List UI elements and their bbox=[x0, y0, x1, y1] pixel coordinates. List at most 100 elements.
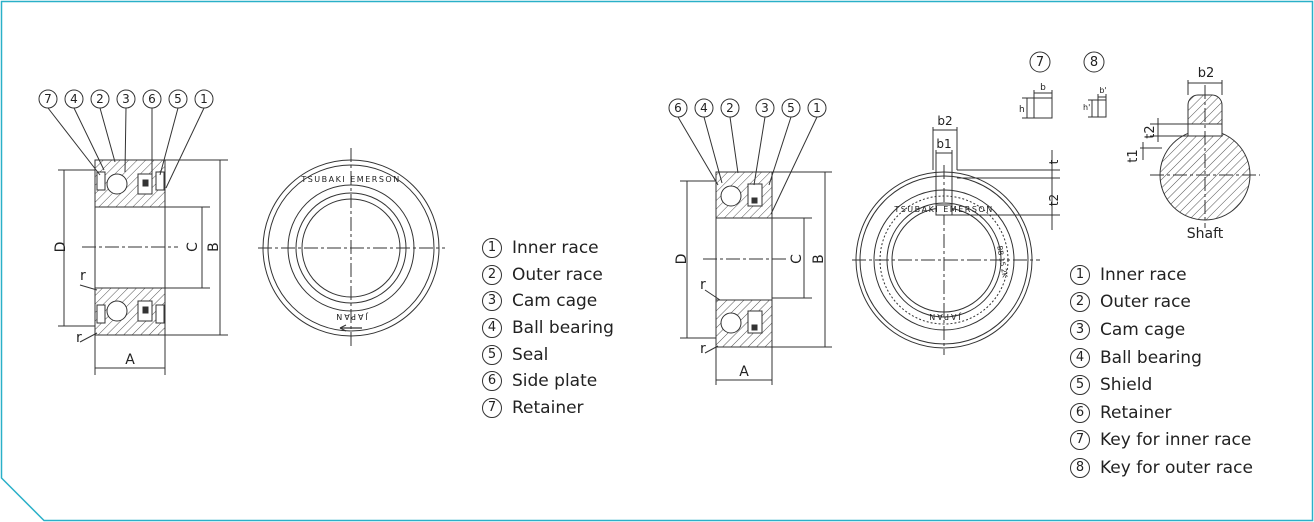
fig2-ring-text-top: TSUBAKI EMERSON bbox=[893, 205, 993, 214]
legend1-label: Cam cage bbox=[512, 291, 598, 312]
legend1-item: 5 Seal bbox=[482, 341, 614, 368]
legend2-item: 2 Outer race bbox=[1070, 289, 1253, 317]
fig2-callout-5: 5 bbox=[787, 101, 795, 115]
fig2-callout-2: 2 bbox=[726, 101, 734, 115]
legend1-label: Retainer bbox=[512, 397, 584, 418]
legend-figure2: 1 Inner race 2 Outer race 3 Cam cage 4 Ball … bbox=[1070, 261, 1253, 482]
legend2-label: Ball bearing bbox=[1100, 347, 1202, 368]
fig1-callout-2: 2 bbox=[96, 92, 104, 106]
fig1-callout-7: 7 bbox=[44, 92, 52, 106]
legend1-item: 6 Side plate bbox=[482, 368, 614, 395]
legend2-label: Shield bbox=[1100, 375, 1153, 396]
fig2-ring-text-bottom: JAPAN bbox=[927, 312, 961, 321]
key8-number: 8 bbox=[1090, 55, 1098, 70]
legend2-label: Retainer bbox=[1100, 402, 1172, 423]
key-details bbox=[1022, 51, 1107, 119]
fig2-callout-3: 3 bbox=[761, 101, 769, 115]
fig2-dim-b1: b1 bbox=[936, 137, 951, 151]
shaft-detail bbox=[1140, 80, 1260, 228]
legend1-item: 4 Ball bearing bbox=[482, 315, 614, 342]
figure2-section bbox=[680, 171, 832, 385]
legend1-num: 4 bbox=[482, 318, 502, 339]
fig1-callout-1: 1 bbox=[200, 92, 208, 106]
fig2-callout-6: 6 bbox=[674, 101, 682, 115]
fig2-dim-D: D bbox=[674, 254, 690, 265]
fig1-dim-r-top: r bbox=[80, 268, 86, 284]
figure1-section bbox=[58, 159, 228, 375]
legend1-label: Side plate bbox=[512, 371, 598, 392]
legend1-num: 3 bbox=[482, 291, 502, 312]
legend1-num: 1 bbox=[482, 238, 502, 259]
fig1-dim-D: D bbox=[53, 242, 69, 253]
fig2-dim-A: A bbox=[739, 364, 749, 380]
key7-b: b bbox=[1040, 83, 1046, 93]
fig2-dim-B: B bbox=[811, 254, 827, 264]
fig2-dim-r-top: r bbox=[700, 277, 706, 293]
fig1-dim-C: C bbox=[185, 242, 201, 252]
shaft-dim-b2: b2 bbox=[1198, 66, 1215, 81]
figure2-front-view bbox=[852, 127, 1060, 355]
legend2-num: 7 bbox=[1070, 430, 1090, 451]
fig1-callout-3: 3 bbox=[122, 92, 130, 106]
fig1-dim-r-bottom: r bbox=[76, 330, 82, 346]
legend2-num: 6 bbox=[1070, 402, 1090, 423]
key8-h: h' bbox=[1083, 103, 1090, 112]
shaft-dim-t2: t2 bbox=[1143, 125, 1158, 138]
key7-h: h bbox=[1019, 105, 1025, 115]
fig1-ring-text-top: TSUBAKI EMERSON bbox=[300, 175, 400, 184]
legend1-item: 3 Cam cage bbox=[482, 288, 614, 315]
legend1-num: 5 bbox=[482, 344, 502, 365]
legend2-item: 7 Key for inner race bbox=[1070, 427, 1253, 455]
legend1-label: Ball bearing bbox=[512, 318, 614, 339]
legend2-label: Outer race bbox=[1100, 292, 1191, 313]
legend2-num: 3 bbox=[1070, 319, 1090, 340]
fig1-ring-text-bottom: JAPAN bbox=[334, 312, 368, 321]
fig2-dim-t2: t2 bbox=[1047, 194, 1061, 206]
legend2-label: Cam cage bbox=[1100, 319, 1186, 340]
fig1-callout-5: 5 bbox=[174, 92, 182, 106]
key7-number: 7 bbox=[1036, 55, 1044, 70]
fig2-dim-C: C bbox=[789, 254, 805, 264]
fig1-callout-6: 6 bbox=[148, 92, 156, 106]
key8-b: b' bbox=[1099, 86, 1106, 95]
legend1-label: Seal bbox=[512, 344, 549, 365]
legend2-item: 8 Key for outer race bbox=[1070, 454, 1253, 482]
fig1-dim-B: B bbox=[206, 242, 222, 252]
legend2-num: 2 bbox=[1070, 292, 1090, 313]
legend2-item: 4 Ball bearing bbox=[1070, 344, 1253, 372]
legend1-item: 7 Retainer bbox=[482, 395, 614, 422]
legend2-item: 5 Shield bbox=[1070, 371, 1253, 399]
legend2-item: 6 Retainer bbox=[1070, 399, 1253, 427]
legend2-label: Key for outer race bbox=[1100, 457, 1253, 478]
legend2-label: Inner race bbox=[1100, 264, 1187, 285]
fig2-callout-4: 4 bbox=[700, 101, 708, 115]
figure1-front-view bbox=[258, 148, 445, 348]
legend2-item: 3 Cam cage bbox=[1070, 316, 1253, 344]
fig1-dim-A: A bbox=[125, 352, 135, 368]
fig1-callout-4: 4 bbox=[70, 92, 78, 106]
legend2-num: 4 bbox=[1070, 347, 1090, 368]
legend1-item: 2 Outer race bbox=[482, 262, 614, 289]
fig2-ring-text-right: BB 15 2K bbox=[995, 245, 1009, 278]
figure1-callouts bbox=[38, 89, 214, 189]
legend1-num: 6 bbox=[482, 371, 502, 392]
legend2-num: 1 bbox=[1070, 264, 1090, 285]
fig2-dim-b2: b2 bbox=[937, 114, 952, 128]
legend2-label: Key for inner race bbox=[1100, 430, 1252, 451]
legend2-num: 8 bbox=[1070, 457, 1090, 478]
legend1-label: Outer race bbox=[512, 264, 603, 285]
legend1-num: 2 bbox=[482, 264, 502, 285]
legend2-item: 1 Inner race bbox=[1070, 261, 1253, 289]
fig2-dim-r-bottom: r bbox=[700, 341, 706, 357]
legend1-num: 7 bbox=[482, 397, 502, 418]
figure2-callouts bbox=[668, 98, 827, 215]
fig2-callout-1: 1 bbox=[813, 101, 821, 115]
shaft-label: Shaft bbox=[1187, 226, 1224, 242]
shaft-dim-t1: t1 bbox=[1126, 149, 1141, 162]
legend2-num: 5 bbox=[1070, 375, 1090, 396]
